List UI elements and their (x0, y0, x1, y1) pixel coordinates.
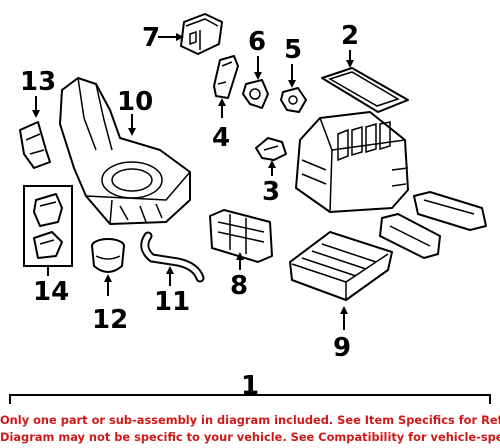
part-10-drawing (59, 77, 191, 225)
label-4: 4 (212, 123, 230, 153)
part-7-drawing (180, 13, 223, 55)
label-10: 10 (117, 87, 153, 117)
label-11: 11 (154, 287, 190, 317)
disclaimer-line-1: Only one part or sub-assembly in diagram… (0, 413, 500, 427)
heater-case-drawing (295, 111, 409, 213)
label-5: 5 (284, 35, 302, 65)
part-6-drawing (242, 79, 269, 109)
label-6: 6 (248, 27, 266, 57)
label-12: 12 (92, 305, 128, 335)
disclaimer-line-2: Diagram may not be specific to your vehi… (0, 430, 500, 444)
label-13: 13 (20, 67, 56, 97)
part-4-drawing (213, 55, 239, 99)
part-9-drawing (289, 231, 393, 301)
disclaimer-footer: Only one part or sub-assembly in diagram… (0, 412, 500, 448)
label-2: 2 (341, 21, 359, 51)
label-9: 9 (333, 333, 351, 363)
label-14: 14 (33, 277, 69, 307)
label-1: 1 (241, 371, 259, 401)
label-8: 8 (230, 271, 248, 301)
part-2-drawing (321, 67, 409, 113)
label-7: 7 (142, 23, 160, 53)
door-parts-drawing (379, 191, 487, 259)
part-13-drawing (19, 121, 51, 169)
part-11-drawing (140, 231, 205, 283)
part-14-drawing (23, 185, 73, 267)
label-3: 3 (262, 177, 280, 207)
part-12-drawing (91, 238, 125, 273)
part-5-drawing (280, 87, 307, 113)
part-8-drawing (209, 209, 273, 263)
part-3-drawing (255, 137, 287, 161)
